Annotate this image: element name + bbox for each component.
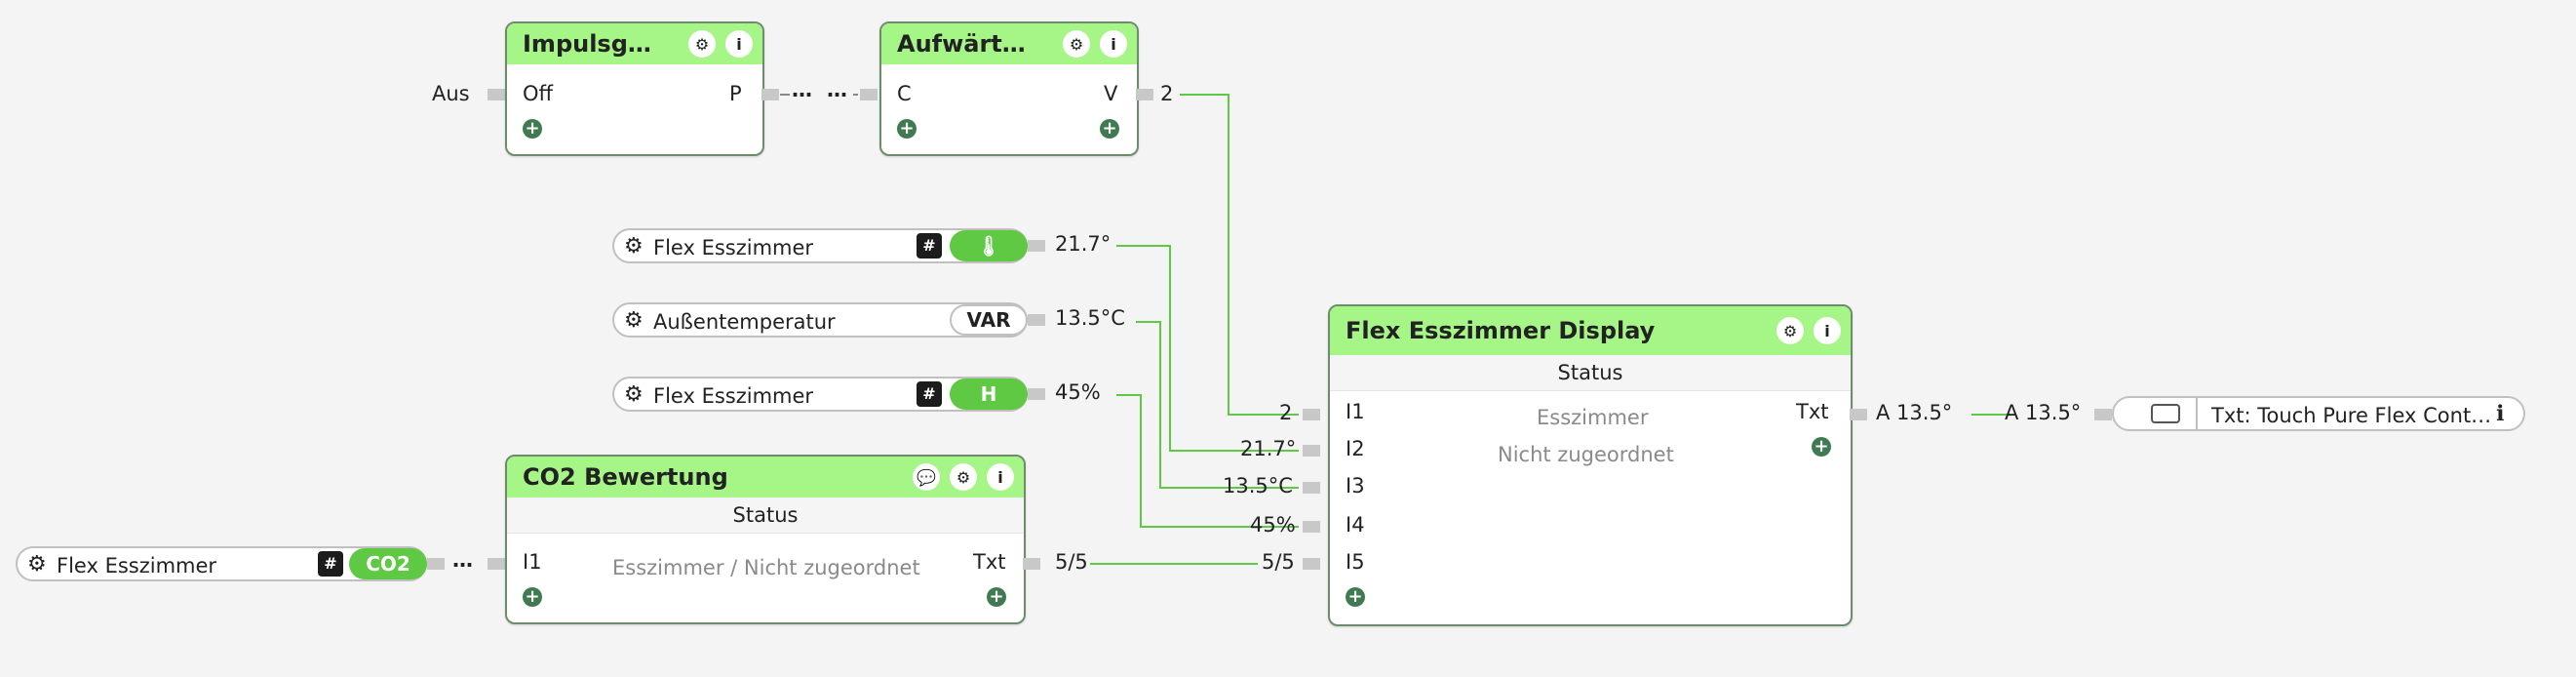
hash-badge-icon: # (917, 233, 942, 259)
co2-input-pill[interactable]: ⚙ Flex Esszimmer # CO2 (16, 546, 427, 581)
block-description-area: Nicht zugeordnet (1498, 443, 1674, 466)
v-connector[interactable] (1136, 89, 1153, 100)
input-label: Außentemperatur (653, 310, 836, 334)
display-out-connector[interactable] (1850, 409, 1867, 420)
outside-temp-input-pill[interactable]: ⚙ Außentemperatur VAR (612, 302, 1028, 338)
input-i5-label: I5 (1346, 550, 1365, 574)
add-input-icon[interactable]: + (897, 119, 917, 139)
output-pill[interactable]: Txt: Touch Pure Flex Cont… ℹ (2112, 396, 2525, 431)
co2-sensor-connector[interactable] (427, 558, 445, 570)
input-label: Flex Esszimmer (653, 384, 814, 408)
block-description: Esszimmer / Nicht zugeordnet (612, 556, 920, 579)
comment-icon[interactable]: 💬 (913, 463, 940, 491)
add-input-icon[interactable]: + (1346, 587, 1365, 607)
aus-value: Aus (432, 82, 470, 105)
output-label: Txt: Touch Pure Flex Cont… (2211, 404, 2492, 427)
add-output-icon[interactable]: + (987, 587, 1006, 607)
thermometer-icon: 🌡 (950, 230, 1028, 261)
gear-icon[interactable]: ⚙ (624, 234, 644, 259)
add-output-icon[interactable]: + (1812, 437, 1831, 457)
block-title: Impulsg… (523, 30, 651, 58)
gear-icon[interactable]: ⚙ (1063, 30, 1090, 58)
input-c-label: C (897, 82, 912, 105)
co2-in-connector[interactable] (488, 558, 505, 570)
i1-connector[interactable] (1303, 409, 1320, 420)
i4-connector[interactable] (1303, 521, 1320, 533)
outside-connector[interactable] (1028, 314, 1045, 326)
info-icon[interactable]: i (725, 30, 753, 58)
wire-value-i4: 45% (1250, 513, 1296, 537)
output-connector[interactable] (2094, 409, 2112, 420)
temp-connector[interactable] (1028, 240, 1045, 252)
co2-rating-block[interactable]: CO2 Bewertung 💬 ⚙ i Status I1 Esszimmer … (505, 455, 1026, 624)
humidity-connector[interactable] (1028, 388, 1045, 400)
flex-display-block[interactable]: Flex Esszimmer Display ⚙ i Status I1 I2 … (1328, 304, 1853, 626)
block-title: CO2 Bewertung (523, 463, 728, 491)
wire-value-i1: 2 (1279, 401, 1293, 424)
impulse-generator-block[interactable]: Impulsg… ⚙ i Off P + (505, 21, 764, 156)
output-p-label: P (729, 82, 742, 105)
c-connector[interactable] (860, 89, 878, 100)
aus-connector[interactable] (488, 89, 505, 100)
block-title: Aufwärt… (897, 30, 1026, 58)
gear-icon[interactable]: ⚙ (950, 463, 977, 491)
humidity-badge: H (950, 378, 1028, 410)
info-icon[interactable]: i (1814, 317, 1841, 344)
input-i1-label: I1 (1346, 400, 1365, 423)
wire-value-humidity: 45% (1055, 380, 1101, 404)
status-label: Status (507, 498, 1024, 534)
output-txt-label: Txt (1796, 400, 1829, 423)
hash-badge-icon: # (318, 551, 343, 577)
i3-connector[interactable] (1303, 482, 1320, 494)
block-description-room: Esszimmer (1537, 406, 1649, 429)
info-icon[interactable]: i (987, 463, 1014, 491)
wire-dots: … (827, 78, 847, 101)
wire-value-co2: 5/5 (1055, 550, 1088, 574)
input-off-label: Off (523, 82, 553, 105)
add-input-icon[interactable]: + (523, 119, 542, 139)
info-icon[interactable]: ℹ (2496, 402, 2505, 426)
display-icon (2151, 404, 2180, 423)
input-i4-label: I4 (1346, 513, 1365, 537)
wire-value-outside: 13.5°C (1055, 306, 1125, 330)
wire-value-i5: 5/5 (1262, 550, 1295, 574)
wire-value-v: 2 (1160, 82, 1174, 105)
gear-icon[interactable]: ⚙ (688, 30, 716, 58)
co2-out-connector[interactable] (1023, 558, 1040, 570)
co2-badge: CO2 (349, 548, 427, 579)
wire-dots: … (452, 548, 473, 572)
divider (2196, 398, 2198, 429)
wire-value-temp: 21.7° (1055, 232, 1112, 256)
wire-value-output-in: A 13.5° (2005, 401, 2082, 424)
humidity-input-pill[interactable]: ⚙ Flex Esszimmer # H (612, 377, 1028, 412)
gear-icon[interactable]: ⚙ (27, 552, 47, 577)
add-output-icon[interactable]: + (1100, 119, 1119, 139)
wire-value-i3: 13.5°C (1223, 474, 1293, 498)
status-label: Status (1330, 355, 1851, 391)
add-input-icon[interactable]: + (523, 587, 542, 607)
p-connector[interactable] (761, 89, 779, 100)
input-i3-label: I3 (1346, 474, 1365, 498)
input-i2-label: I2 (1346, 437, 1365, 460)
wire-value-i2: 21.7° (1240, 437, 1297, 460)
block-title: Flex Esszimmer Display (1346, 317, 1656, 344)
wire-value-display-out: A 13.5° (1876, 401, 1953, 424)
var-badge: VAR (950, 304, 1028, 336)
i5-connector[interactable] (1303, 558, 1320, 570)
hash-badge-icon: # (917, 381, 942, 407)
info-icon[interactable]: i (1100, 30, 1127, 58)
input-label: Flex Esszimmer (653, 236, 814, 259)
output-txt-label: Txt (973, 550, 1006, 574)
gear-icon[interactable]: ⚙ (1776, 317, 1804, 344)
input-i1-label: I1 (523, 550, 542, 574)
up-counter-block[interactable]: Aufwärt… ⚙ i C V + + (879, 21, 1139, 156)
gear-icon[interactable]: ⚙ (624, 308, 644, 333)
gear-icon[interactable]: ⚙ (624, 382, 644, 407)
temperature-input-pill[interactable]: ⚙ Flex Esszimmer # 🌡 (612, 228, 1028, 263)
i2-connector[interactable] (1303, 445, 1320, 457)
output-v-label: V (1104, 82, 1118, 105)
wire-dots: … (792, 78, 812, 101)
input-label: Flex Esszimmer (57, 554, 217, 577)
